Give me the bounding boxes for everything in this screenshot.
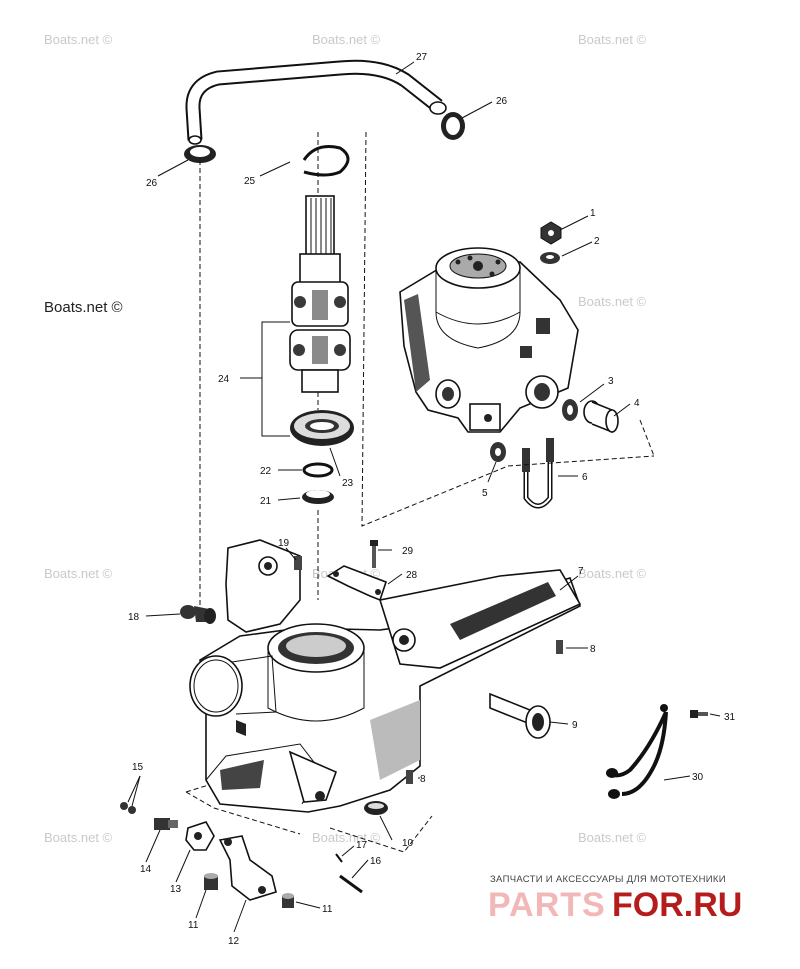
callout-23: 23	[342, 478, 354, 489]
screw-part-29	[370, 540, 378, 568]
washer-part-2	[540, 252, 560, 264]
callout-18: 18	[128, 612, 140, 623]
callout-27: 27	[416, 52, 428, 63]
lever-part-12	[218, 835, 277, 901]
callout-29: 29	[402, 546, 414, 557]
site-banner: ЗАПЧАСТИ И АКСЕССУАРЫ ДЛЯ МОТОТЕХНИКИ PA…	[488, 874, 742, 924]
nut-part-1	[540, 221, 562, 245]
callout-2: 2	[594, 236, 600, 247]
callout-25: 25	[244, 176, 256, 187]
nut-part-5	[490, 442, 506, 462]
callout-22: 22	[260, 466, 272, 477]
pin-part-8-upper	[556, 640, 563, 654]
ground-cable-part-30	[606, 704, 668, 799]
hose-clamp-part-26-left	[184, 145, 216, 163]
watermark: Boats.net ©	[578, 294, 647, 309]
callout-bracket	[261, 321, 290, 437]
screw-part-31	[690, 710, 708, 718]
callout-17: 17	[356, 840, 368, 851]
watermark-dark: Boats.net ©	[44, 299, 123, 316]
driveshaft-ujoint-part-24	[289, 195, 351, 393]
bushing-part-11-right	[282, 893, 294, 908]
watermark-layer: Boats.net © Boats.net © Boats.net © Boat…	[44, 32, 647, 845]
watermark: Boats.net ©	[312, 32, 381, 47]
callout-24: 24	[218, 374, 230, 385]
hose-clamp-part-26-top	[441, 112, 465, 140]
banner-tagline: ЗАПЧАСТИ И АКСЕССУАРЫ ДЛЯ МОТОТЕХНИКИ	[490, 874, 726, 885]
hinge-pin-part-9	[489, 692, 551, 739]
snap-ring-part-25	[302, 145, 350, 177]
washer-part-3	[562, 399, 578, 421]
callout-12: 12	[228, 936, 240, 947]
callout-26: 26	[146, 178, 158, 189]
swivel-housing	[399, 247, 579, 433]
callout-8: 8	[590, 644, 596, 655]
seal-part-21	[302, 490, 334, 504]
callout-31: 31	[724, 712, 736, 723]
callout-3: 3	[608, 376, 614, 387]
callout-11: 11	[188, 920, 199, 931]
callout-13: 13	[170, 884, 182, 895]
callout-14: 14	[140, 864, 152, 875]
watermark: Boats.net ©	[578, 830, 647, 845]
watermark: Boats.net ©	[44, 32, 113, 47]
callout-5: 5	[482, 488, 488, 499]
callout-26: 26	[496, 96, 508, 107]
watermark: Boats.net ©	[44, 830, 113, 845]
screws-part-15	[120, 802, 136, 814]
banner-brand-parts: PARTS	[488, 886, 606, 924]
pivot-pin-part-4	[583, 400, 619, 434]
watermark: Boats.net ©	[578, 32, 647, 47]
pin-part-8-lower	[406, 770, 413, 784]
callout-15: 15	[132, 762, 144, 773]
bushing-part-11-left	[204, 873, 218, 890]
callout-10: 10	[402, 838, 414, 849]
pin-part-17	[335, 853, 343, 863]
hose-part-27	[185, 59, 447, 145]
callout-21: 21	[260, 496, 272, 507]
callout-16: 16	[370, 856, 382, 867]
callout-30: 30	[692, 772, 704, 783]
watermark: Boats.net ©	[578, 566, 647, 581]
callout-11: 11	[322, 904, 333, 915]
callout-labels: 27 26 26 25 1 2 3 4 5 6 24 23 22 21 19 2…	[128, 52, 736, 947]
callout-6: 6	[582, 472, 588, 483]
callout-28: 28	[406, 570, 418, 581]
gimbal-housing	[189, 539, 582, 813]
callout-9: 9	[572, 720, 578, 731]
bracket-part-28	[326, 565, 388, 602]
callout-1: 1	[590, 208, 596, 219]
banner-brand-for: FOR.RU	[612, 886, 742, 924]
callout-4: 4	[634, 398, 640, 409]
o-ring-part-22	[302, 462, 334, 478]
rod-part-16	[339, 874, 363, 894]
watermark: Boats.net ©	[312, 830, 381, 845]
watermark: Boats.net ©	[44, 566, 113, 581]
washer-part-10	[364, 801, 388, 815]
fitting-part-14	[154, 818, 178, 830]
callout-7: 7	[578, 566, 584, 577]
callout-leaders	[127, 61, 721, 933]
callout-8: 8	[420, 774, 426, 785]
fitting-part-19	[294, 556, 302, 570]
callout-19: 19	[278, 538, 290, 549]
u-bolt-part-6	[522, 438, 554, 509]
bearing-part-23	[290, 410, 354, 446]
switch-part-13	[185, 821, 215, 851]
elbow-fitting-part-18	[180, 605, 216, 624]
